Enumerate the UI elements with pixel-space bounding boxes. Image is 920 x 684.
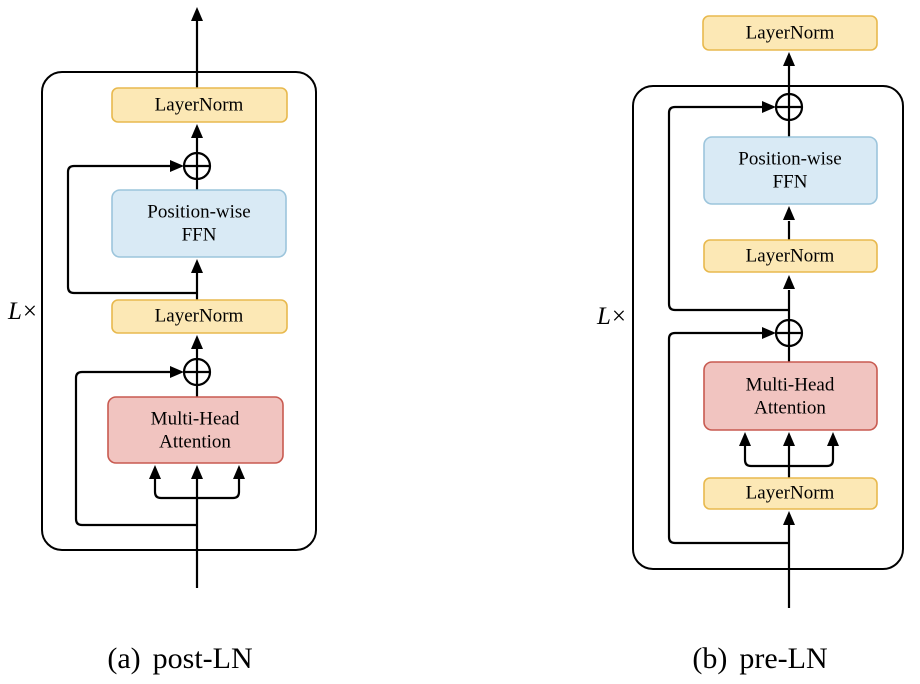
panel-pre-ln: LayerNorm Position-wise FFN LayerNorm Mu…	[596, 15, 904, 675]
residual-add-node-ffn	[774, 92, 804, 122]
layernorm-top-block	[111, 87, 288, 123]
ffn-block	[703, 136, 878, 205]
caption-text: post-LN	[153, 642, 253, 675]
ffn-label-line2: FFN	[182, 225, 217, 246]
attention-label-line1: Multi-Head	[746, 375, 835, 396]
value-arrowhead	[233, 465, 245, 479]
layernorm-top-label: LayerNorm	[155, 95, 244, 116]
value-arrowhead	[827, 432, 839, 446]
ffn-residual-skip	[667, 105, 789, 312]
loop-count-label: L×	[596, 303, 626, 330]
layernorm-output-label: LayerNorm	[746, 23, 835, 44]
loop-count-label: L×	[7, 298, 37, 325]
query-arrowhead	[149, 465, 161, 479]
layernorm-input-arrowhead	[191, 335, 203, 349]
qkv-split-wire	[743, 446, 835, 468]
ffn-input-arrowhead	[783, 206, 795, 220]
attention-label-line1: Multi-Head	[151, 409, 240, 430]
skip-arrowhead-attention	[170, 366, 184, 378]
output-layernorm-arrowhead	[783, 52, 795, 66]
loop-l: L	[7, 298, 22, 325]
layernorm-bottom-label: LayerNorm	[746, 483, 835, 504]
residual-add-node-ffn	[182, 151, 212, 181]
caption-tag: (a)	[107, 642, 140, 675]
attention-block	[107, 396, 284, 464]
skip-arrowhead-ffn	[170, 160, 184, 172]
attention-label-line2: Attention	[159, 432, 231, 453]
caption-tag: (b)	[692, 642, 727, 675]
layernorm-input-arrowhead	[783, 275, 795, 289]
layernorm-mid-block	[111, 299, 288, 334]
attention-residual-skip	[667, 331, 789, 545]
loop-times: ×	[23, 298, 37, 325]
caption-post-ln: (a) post-LN	[107, 642, 252, 675]
key-arrowhead	[783, 432, 795, 446]
loop-container	[632, 85, 904, 570]
layernorm-mid-label: LayerNorm	[746, 246, 835, 267]
ffn-label-line1: Position-wise	[147, 202, 250, 223]
attention-block	[703, 361, 878, 431]
ffn-block	[111, 189, 287, 258]
output-arrowhead	[191, 7, 203, 21]
ffn-label-line2: FFN	[773, 172, 808, 193]
layernorm-bottom-block	[703, 477, 878, 510]
loop-times: ×	[612, 303, 626, 330]
residual-add-node-attention	[182, 357, 212, 387]
skip-arrowhead-attention	[762, 327, 776, 339]
attention-label-line2: Attention	[754, 398, 826, 419]
layernorm-mid-block	[703, 239, 878, 273]
panel-post-ln: LayerNorm Position-wise FFN LayerNorm Mu…	[7, 7, 317, 675]
ffn-input-arrowhead	[191, 259, 203, 273]
residual-add-node-attention	[774, 318, 804, 348]
ffn-label-line1: Position-wise	[738, 149, 841, 170]
layernorm-output-block	[702, 15, 878, 51]
qkv-split-wire	[153, 479, 241, 500]
caption-pre-ln: (b) pre-LN	[692, 642, 827, 675]
ffn-residual-skip	[66, 164, 197, 295]
loop-container	[41, 71, 317, 551]
layernorm-mid-label: LayerNorm	[155, 306, 244, 327]
query-arrowhead	[739, 432, 751, 446]
loop-l: L	[596, 303, 611, 330]
caption-text: pre-LN	[739, 642, 827, 675]
attention-residual-skip	[74, 370, 197, 527]
key-arrowhead	[191, 465, 203, 479]
skip-arrowhead-ffn	[762, 101, 776, 113]
gray-arrowhead	[191, 124, 203, 138]
bottom-layernorm-arrowhead	[783, 511, 795, 525]
